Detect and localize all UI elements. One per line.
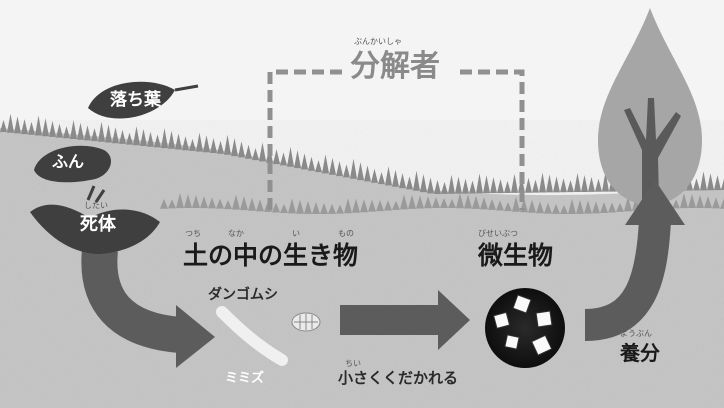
arrow-to-soil-creatures-head xyxy=(176,305,215,368)
grass-blades xyxy=(0,113,724,194)
arrow-to-microbes-head xyxy=(438,290,470,350)
dung-label: ふん xyxy=(52,152,85,171)
broken-down-label: 小さくくだかれる xyxy=(338,369,459,387)
grass-line xyxy=(0,113,724,194)
nutrients-label: 養分 xyxy=(620,341,660,365)
dead-body-ruby: したい xyxy=(84,201,108,210)
soil-creatures-label: 土の中の生き物 xyxy=(183,241,359,270)
arrow-to-microbes-shaft xyxy=(340,305,440,335)
microbe-cluster xyxy=(485,288,565,368)
underground-grass-line xyxy=(160,193,724,214)
microbes-label: 微生物 xyxy=(478,241,554,270)
dung-blob xyxy=(34,145,112,183)
dead-bird xyxy=(30,185,160,254)
earthworm-label: ミミズ xyxy=(225,371,265,386)
nutrients-ruby: ようぶん xyxy=(620,329,652,338)
arrow-to-tree xyxy=(584,219,671,341)
tree-trunk xyxy=(624,98,681,240)
fallen-leaves-label: 落ち葉 xyxy=(110,90,161,110)
pill-bug-label: ダンゴムシ xyxy=(208,287,278,303)
decomposers-title: 分解者 xyxy=(350,49,440,84)
microbes-ruby: びせいぶつ xyxy=(478,229,518,238)
dead-body-label: 死体 xyxy=(80,214,116,235)
earthworm xyxy=(216,306,288,366)
fallen-leaf xyxy=(88,81,199,119)
decomposers-ruby: ぶんかいしゃ xyxy=(354,37,402,46)
decomposer-bracket xyxy=(267,69,525,210)
pill-bug xyxy=(291,312,321,332)
soil-creatures-ruby-1: つち xyxy=(185,229,201,238)
soil-creatures-ruby-2: なか xyxy=(228,229,244,238)
arrow-to-tree-head xyxy=(625,180,685,225)
soil-creatures-ruby-4: もの xyxy=(338,229,354,238)
broken-down-ruby: ちい xyxy=(345,359,361,368)
soil-creatures-ruby-3: い xyxy=(292,229,300,238)
tree xyxy=(598,8,702,240)
underground-grass-blades xyxy=(160,193,724,214)
arrow-to-soil-creatures xyxy=(81,248,182,353)
